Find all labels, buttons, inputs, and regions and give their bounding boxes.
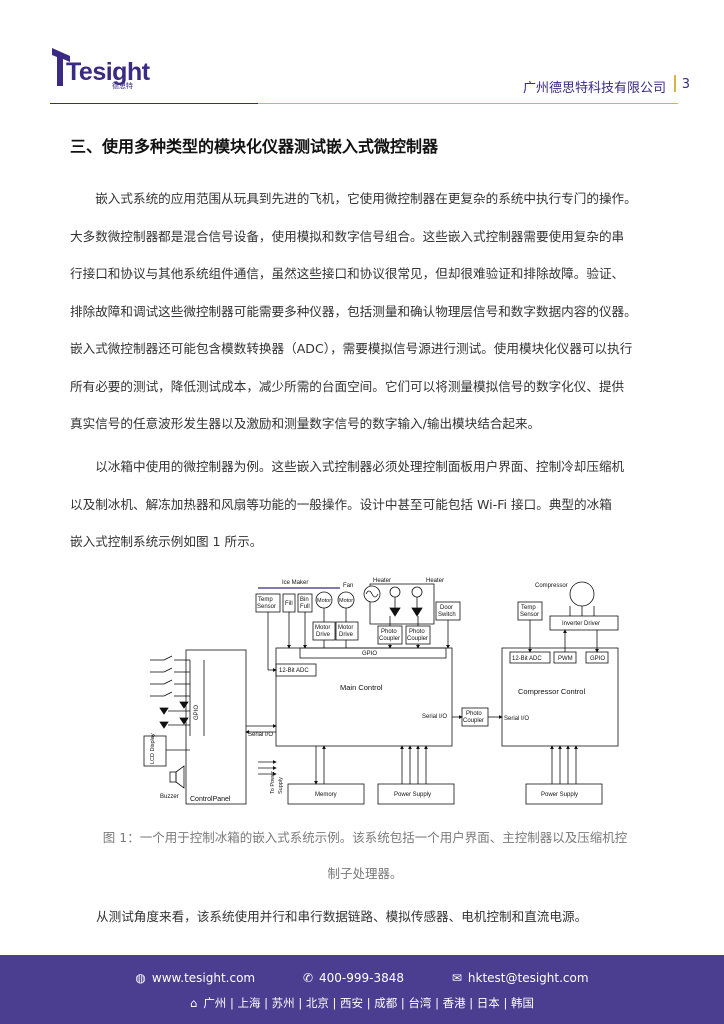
label-ice-maker: Ice Maker xyxy=(282,580,308,586)
label-bin-full: Full xyxy=(300,604,310,610)
phone-icon: ✆ xyxy=(302,971,313,985)
paragraph-line: 嵌入式控制系统示例如图 1 所示。 xyxy=(70,534,263,549)
caption-line: 制子处理器。 xyxy=(327,866,403,881)
caption-line: 图 1：一个用于控制冰箱的嵌入式系统示例。该系统包括一个用户界面、主控制器以及压… xyxy=(102,830,628,845)
label-compressor-control: Compressor Control xyxy=(518,687,585,696)
label-serial-io: Serial I/O xyxy=(504,716,529,722)
label-motor: Motor xyxy=(339,598,353,604)
paragraph-2: 以冰箱中使用的微控制器为例。这些嵌入式控制器必须处理控制面板用户界面、控制冷却压… xyxy=(70,448,660,561)
label-photo-coupler: Photo xyxy=(466,711,482,717)
paragraph-line: 真实信号的任意波形发生器以及激励和测量数字信号的数字输入/输出模块结合起来。 xyxy=(70,416,541,431)
logo-mark-icon xyxy=(52,48,70,86)
label-photo-coupler: Coupler xyxy=(407,636,428,642)
logo-text: Tesight xyxy=(66,58,150,86)
header-company-name: 广州德思特科技有限公司 xyxy=(522,81,666,96)
block-diagram-svg: Ice Maker Fan Heater Heater Compressor T… xyxy=(143,578,619,805)
label-gpio: GPIO xyxy=(362,651,377,657)
footer-cities-text: 广州 | 上海 | 苏州 | 北京 | 西安 | 成都 | 台湾 | 香港 | … xyxy=(203,996,534,1010)
footer-locations: ⌂ 广州 | 上海 | 苏州 | 北京 | 西安 | 成都 | 台湾 | 香港 |… xyxy=(0,995,724,1011)
header-rule-purple xyxy=(50,103,258,104)
footer-website-text: www.tesight.com xyxy=(151,971,256,985)
label-memory: Memory xyxy=(315,792,337,798)
label-fill: Fill xyxy=(285,601,293,607)
label-serial-io: Serial I/O xyxy=(422,714,447,720)
paragraph-line: 所有必要的测试，降低测试成本，减少所需的台面空间。它们可以将测量模拟信号的数字化… xyxy=(70,378,625,394)
label-serial-io: Serial I/O xyxy=(248,732,273,738)
header-separator xyxy=(674,75,676,92)
mail-icon: ✉ xyxy=(451,971,462,985)
label-control-panel: ControlPanel xyxy=(190,796,231,803)
label-adc: 12-Bit ADC xyxy=(512,656,542,662)
label-motor: Motor xyxy=(317,598,331,604)
label-main-control: Main Control xyxy=(340,683,383,692)
label-door-switch: Switch xyxy=(438,612,456,618)
label-temp-sensor: Sensor xyxy=(257,604,276,610)
label-to-power-supply: Supply xyxy=(278,777,284,794)
label-power-supply: Power Supply xyxy=(394,792,431,798)
company-logo: Tesight 德思特 xyxy=(48,44,150,94)
figure-1-diagram: Ice Maker Fan Heater Heater Compressor T… xyxy=(140,572,620,812)
label-pwm: PWM xyxy=(558,656,573,662)
label-power-supply: Power Supply xyxy=(541,792,578,798)
label-compressor: Compressor xyxy=(535,583,568,589)
page-number: 3 xyxy=(681,77,690,92)
label-photo-coupler: Coupler xyxy=(379,636,400,642)
label-heater-1: Heater xyxy=(373,578,391,584)
paragraph-line: 以及制冰机、解冻加热器和风扇等功能的一般操作。设计中甚至可能包括 Wi-Fi 接… xyxy=(70,496,612,512)
label-photo-coupler: Photo xyxy=(381,629,397,635)
label-motor-drive: Drive xyxy=(316,632,331,638)
footer-email[interactable]: ✉ hktest@tesight.com xyxy=(452,971,589,985)
label-motor-drive: Drive xyxy=(339,632,354,638)
section-title: 三、使用多种类型的模块化仪器测试嵌入式微控制器 xyxy=(70,137,439,156)
logo-subtext: 德思特 xyxy=(112,82,133,90)
paragraph-line: 嵌入式系统的应用范围从玩具到先进的飞机，它使用微控制器在更复杂的系统中执行专门的… xyxy=(70,191,637,206)
label-motor-drive: Motor xyxy=(338,625,353,631)
paragraph-line: 以冰箱中使用的微控制器为例。这些嵌入式控制器必须处理控制面板用户界面、控制冷却压… xyxy=(70,459,625,474)
label-to-power-supply: To Power xyxy=(270,771,276,794)
label-bin-full: Bin xyxy=(300,597,309,603)
label-motor-drive: Motor xyxy=(315,625,330,631)
paragraph-1: 嵌入式系统的应用范围从玩具到先进的飞机，它使用微控制器在更复杂的系统中执行专门的… xyxy=(70,180,660,443)
paragraph-3: 从测试角度来看，该系统使用并行和串行数据链路、模拟传感器、电机控制和直流电源。 xyxy=(70,898,660,936)
label-heater-2: Heater xyxy=(426,578,444,584)
home-icon: ⌂ xyxy=(190,996,198,1010)
label-lcd-display: LCD Display xyxy=(150,733,156,764)
label-photo-coupler: Photo xyxy=(409,629,425,635)
globe-icon: ◍ xyxy=(135,971,146,985)
footer-email-text: hktest@tesight.com xyxy=(467,971,589,985)
label-inverter-driver: Inverter Driver xyxy=(562,621,600,627)
label-temp-sensor: Sensor xyxy=(520,612,539,618)
paragraph-line: 从测试角度来看，该系统使用并行和串行数据链路、模拟传感器、电机控制和直流电源。 xyxy=(96,909,588,924)
footer-website[interactable]: ◍ www.tesight.com xyxy=(135,971,255,985)
figure-caption: 图 1：一个用于控制冰箱的嵌入式系统示例。该系统包括一个用户界面、主控制器以及压… xyxy=(70,820,660,892)
label-door-switch: Door xyxy=(440,605,453,611)
footer-phone: ✆ 400-999-3848 xyxy=(303,971,404,985)
paragraph-line: 行接口和协议与其他系统组件通信，虽然这些接口和协议很常见，但却很难验证和排除故障… xyxy=(70,266,625,281)
footer-phone-text: 400-999-3848 xyxy=(319,971,405,985)
label-gpio: GPIO xyxy=(590,656,605,662)
label-fan: Fan xyxy=(343,583,353,589)
label-buzzer: Buzzer xyxy=(160,794,179,800)
label-photo-coupler: Coupler xyxy=(463,718,484,724)
paragraph-line: 嵌入式微控制器还可能包含模数转换器（ADC），需要模拟信号源进行测试。使用模块化… xyxy=(70,341,633,356)
label-adc: 12-Bit ADC xyxy=(279,668,309,674)
paragraph-line: 大多数微控制器都是混合信号设备，使用模拟和数字信号组合。这些嵌入式控制器需要使用… xyxy=(70,228,625,244)
paragraph-line: 排除故障和调试这些微控制器可能需要多种仪器，包括测量和确认物理层信号和数字数据内… xyxy=(70,303,637,319)
label-temp-sensor: Temp xyxy=(258,597,273,603)
label-temp-sensor: Temp xyxy=(521,605,536,611)
label-gpio: GPIO xyxy=(194,705,200,720)
header-rule-gold xyxy=(258,103,678,104)
page-footer: ◍ www.tesight.com ✆ 400-999-3848 ✉ hktest@t… xyxy=(0,955,724,1024)
